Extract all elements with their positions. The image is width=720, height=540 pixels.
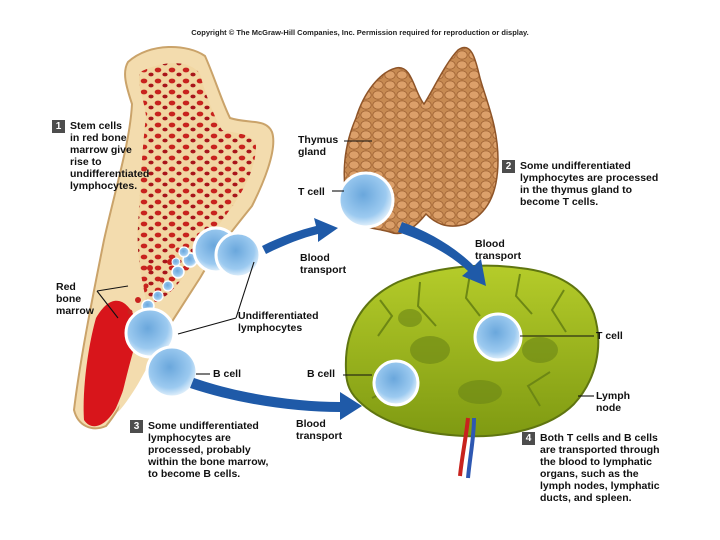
arrow-to-thymus bbox=[262, 218, 338, 254]
label-lymph-node: Lymph node bbox=[596, 390, 631, 414]
step-2-number: 2 bbox=[502, 160, 515, 173]
label-blood-transport-right: Blood transport bbox=[475, 238, 522, 262]
label-t-cell-thymus: T cell bbox=[298, 186, 325, 198]
label-blood-transport-top: Blood transport bbox=[300, 252, 347, 276]
t-cell-node bbox=[473, 312, 523, 362]
arrow-thymus-to-node bbox=[398, 222, 486, 286]
step-3-text: Some undifferentiated lymphocytes are pr… bbox=[148, 420, 269, 480]
step-1-text: Stem cells in red bone marrow give rise … bbox=[70, 120, 150, 192]
step-2-text: Some undifferentiated lymphocytes are pr… bbox=[520, 160, 659, 208]
red-bone-marrow-shaft bbox=[83, 300, 137, 427]
label-red-bone-marrow: Red bone marrow bbox=[56, 281, 94, 317]
label-thymus-gland: Thymus gland bbox=[298, 134, 339, 158]
t-cell-thymus bbox=[337, 171, 395, 229]
arrows bbox=[190, 218, 486, 420]
label-blood-transport-bottom: Blood transport bbox=[296, 418, 343, 442]
step-3-number: 3 bbox=[130, 420, 143, 433]
step-4-number: 4 bbox=[522, 432, 535, 445]
step-1-number: 1 bbox=[52, 120, 65, 133]
blood-vessel-blue bbox=[466, 417, 476, 479]
label-t-cell-node: T cell bbox=[596, 330, 623, 342]
stem-cells bbox=[141, 246, 198, 313]
arrow-bone-to-node bbox=[190, 378, 362, 420]
spongy-bone bbox=[137, 63, 256, 302]
blood-vessel-red bbox=[458, 417, 470, 477]
label-b-cell-node: B cell bbox=[307, 368, 336, 380]
step-1: 1 Stem cells in red bone marrow give ris… bbox=[52, 120, 149, 192]
copyright-notice: Copyright © The McGraw-Hill Companies, I… bbox=[191, 28, 529, 37]
step-4-text: Both T cells and B cells are transported… bbox=[540, 432, 660, 504]
leader-lines bbox=[96, 140, 594, 397]
label-b-cell-bone: B cell bbox=[213, 368, 242, 380]
b-cell-bone bbox=[145, 345, 199, 399]
undifferentiated-lymphocytes bbox=[124, 226, 262, 359]
b-cell-node bbox=[372, 359, 420, 407]
step-4: 4 Both T cells and B cells are transport… bbox=[522, 432, 660, 504]
step-3: 3 Some undifferentiated lymphocytes are … bbox=[130, 420, 268, 480]
step-2: 2 Some undifferentiated lymphocytes are … bbox=[502, 160, 658, 208]
label-undifferentiated-lymphocytes: Undifferentiated lymphocytes bbox=[238, 310, 319, 334]
